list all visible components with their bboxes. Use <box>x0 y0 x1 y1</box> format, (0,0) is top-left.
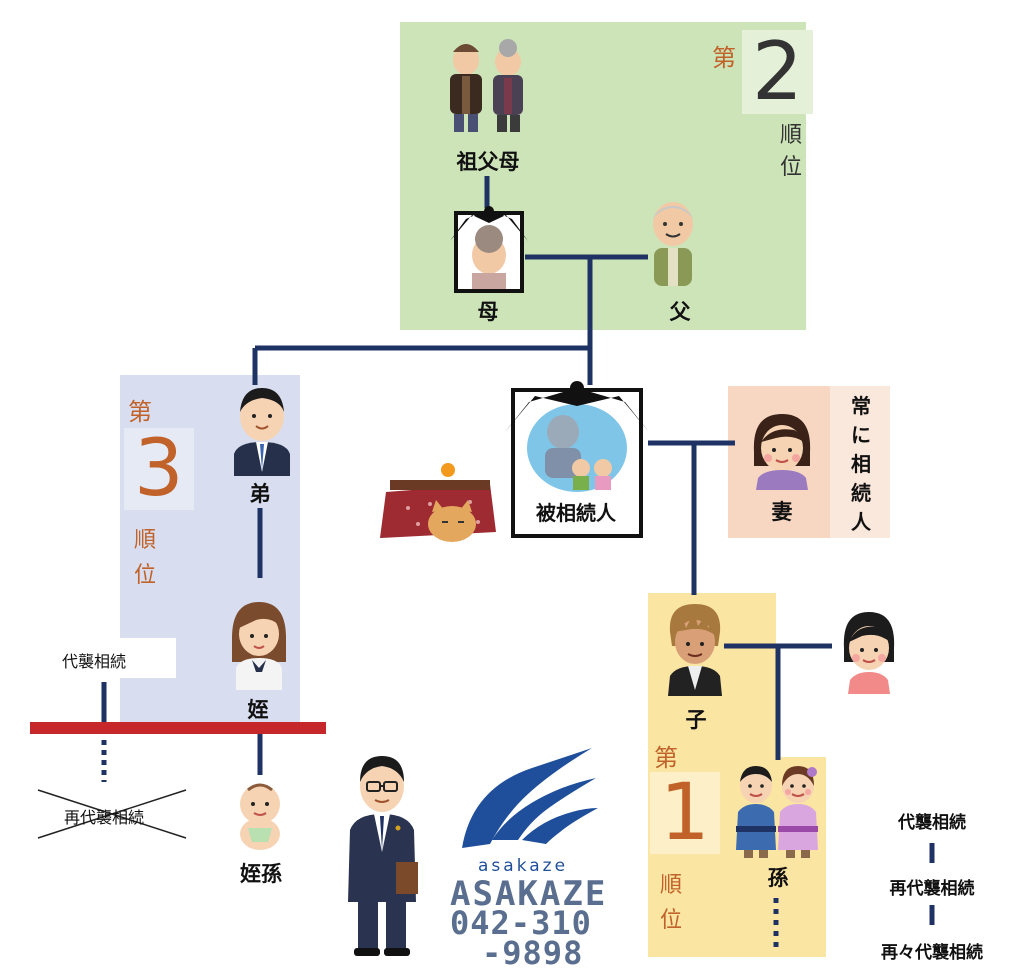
father-illustration <box>653 202 693 286</box>
grandchild-label: 孫 <box>767 866 789 890</box>
child-label: 子 <box>685 708 707 732</box>
always-heir-char-3: 相 <box>851 452 871 476</box>
mother-label: 母 <box>477 300 499 324</box>
daishu-box <box>34 638 176 678</box>
brother-label: 弟 <box>249 482 271 506</box>
child-spouse-illustration <box>843 612 895 694</box>
lawyer-illustration <box>348 756 418 956</box>
niece-illustration <box>232 602 286 690</box>
grandniece-illustration <box>240 783 280 850</box>
mother-memorial-frame <box>450 206 528 293</box>
wife-illustration <box>753 414 811 490</box>
grandniece-label: 姪孫 <box>240 862 282 886</box>
logo-phone-line1: 042-310 <box>450 904 592 942</box>
rank3-suffix-2: 位 <box>133 563 156 588</box>
red-cutoff-bar <box>30 722 326 734</box>
legend-item-2: 再代襲相続 <box>889 879 975 899</box>
rank2-number: 2 <box>742 30 813 114</box>
daishu-label: 代襲相続 <box>62 652 127 671</box>
legend-item-3: 再々代襲相続 <box>881 943 983 963</box>
rank2-prefix: 第 <box>712 44 736 72</box>
rank1-suffix-2: 位 <box>659 908 682 933</box>
rank2-suffix-2: 位 <box>779 155 802 180</box>
wife-label: 妻 <box>771 500 793 524</box>
logo-phone-line2: -9898 <box>482 934 584 972</box>
re-daishu-label: 再代襲相続 <box>64 808 145 827</box>
grandparents-label: 祖父母 <box>456 150 520 174</box>
logo-brand-small: asakaze <box>478 856 569 876</box>
grandparents-illustration <box>450 39 523 132</box>
legend-item-1: 代襲相続 <box>898 813 966 833</box>
rank2-suffix-1: 順 <box>779 123 802 148</box>
always-heir-text: 常 に 相 続 人 <box>846 392 876 537</box>
rank3-number: 3 <box>124 428 194 510</box>
asakaze-logo-icon <box>462 748 598 848</box>
deceased-label: 被相続人 <box>536 501 616 525</box>
always-heir-char-1: 常 <box>851 394 871 418</box>
kotatsu-cat-illustration <box>380 463 496 542</box>
always-heir-strip <box>830 386 890 538</box>
grandchildren-illustration <box>736 766 818 858</box>
niece-label: 姪 <box>247 698 269 722</box>
rank1-suffix-1: 順 <box>659 873 682 898</box>
rank1-number: 1 <box>650 772 720 854</box>
rank1-prefix: 第 <box>654 744 678 772</box>
father-label: 父 <box>669 300 691 324</box>
rank3-suffix-1: 順 <box>133 528 156 553</box>
always-heir-char-5: 人 <box>851 510 871 534</box>
rank3-prefix: 第 <box>128 398 152 426</box>
logo-brand-large: ASAKAZE <box>450 874 608 914</box>
always-heir-char-4: 続 <box>851 481 871 505</box>
always-heir-char-2: に <box>851 423 871 447</box>
brother-illustration <box>234 388 290 476</box>
deceased-memorial-frame <box>505 381 649 538</box>
child-illustration <box>668 604 722 696</box>
